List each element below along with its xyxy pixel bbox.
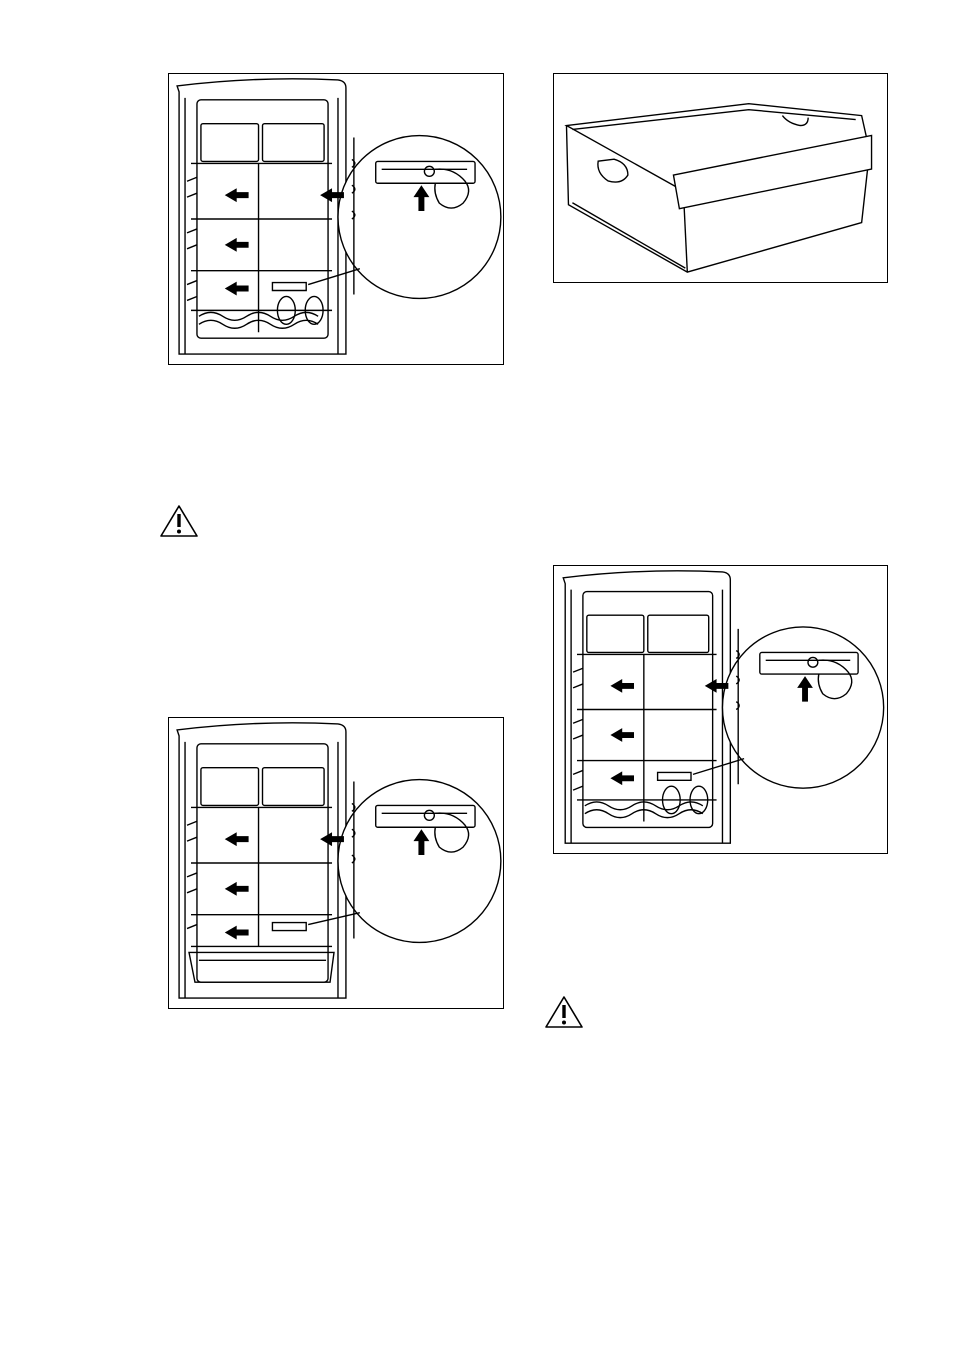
warning-triangle-icon bbox=[158, 503, 200, 539]
vegetable-drawer-illustration bbox=[554, 74, 887, 282]
fridge-shelf-removal-illustration bbox=[169, 74, 503, 364]
fridge-shelf-removal-illustration bbox=[554, 566, 887, 853]
figure-fridge-shelves-drawer bbox=[168, 717, 504, 1009]
figure-fridge-shelves-bottle-rack bbox=[168, 73, 504, 365]
warning-triangle-icon bbox=[543, 994, 585, 1030]
figure-fridge-shelves-bottle-rack-2 bbox=[553, 565, 888, 854]
figure-crisper-drawer bbox=[553, 73, 888, 283]
fridge-shelf-removal-illustration bbox=[169, 718, 503, 1008]
